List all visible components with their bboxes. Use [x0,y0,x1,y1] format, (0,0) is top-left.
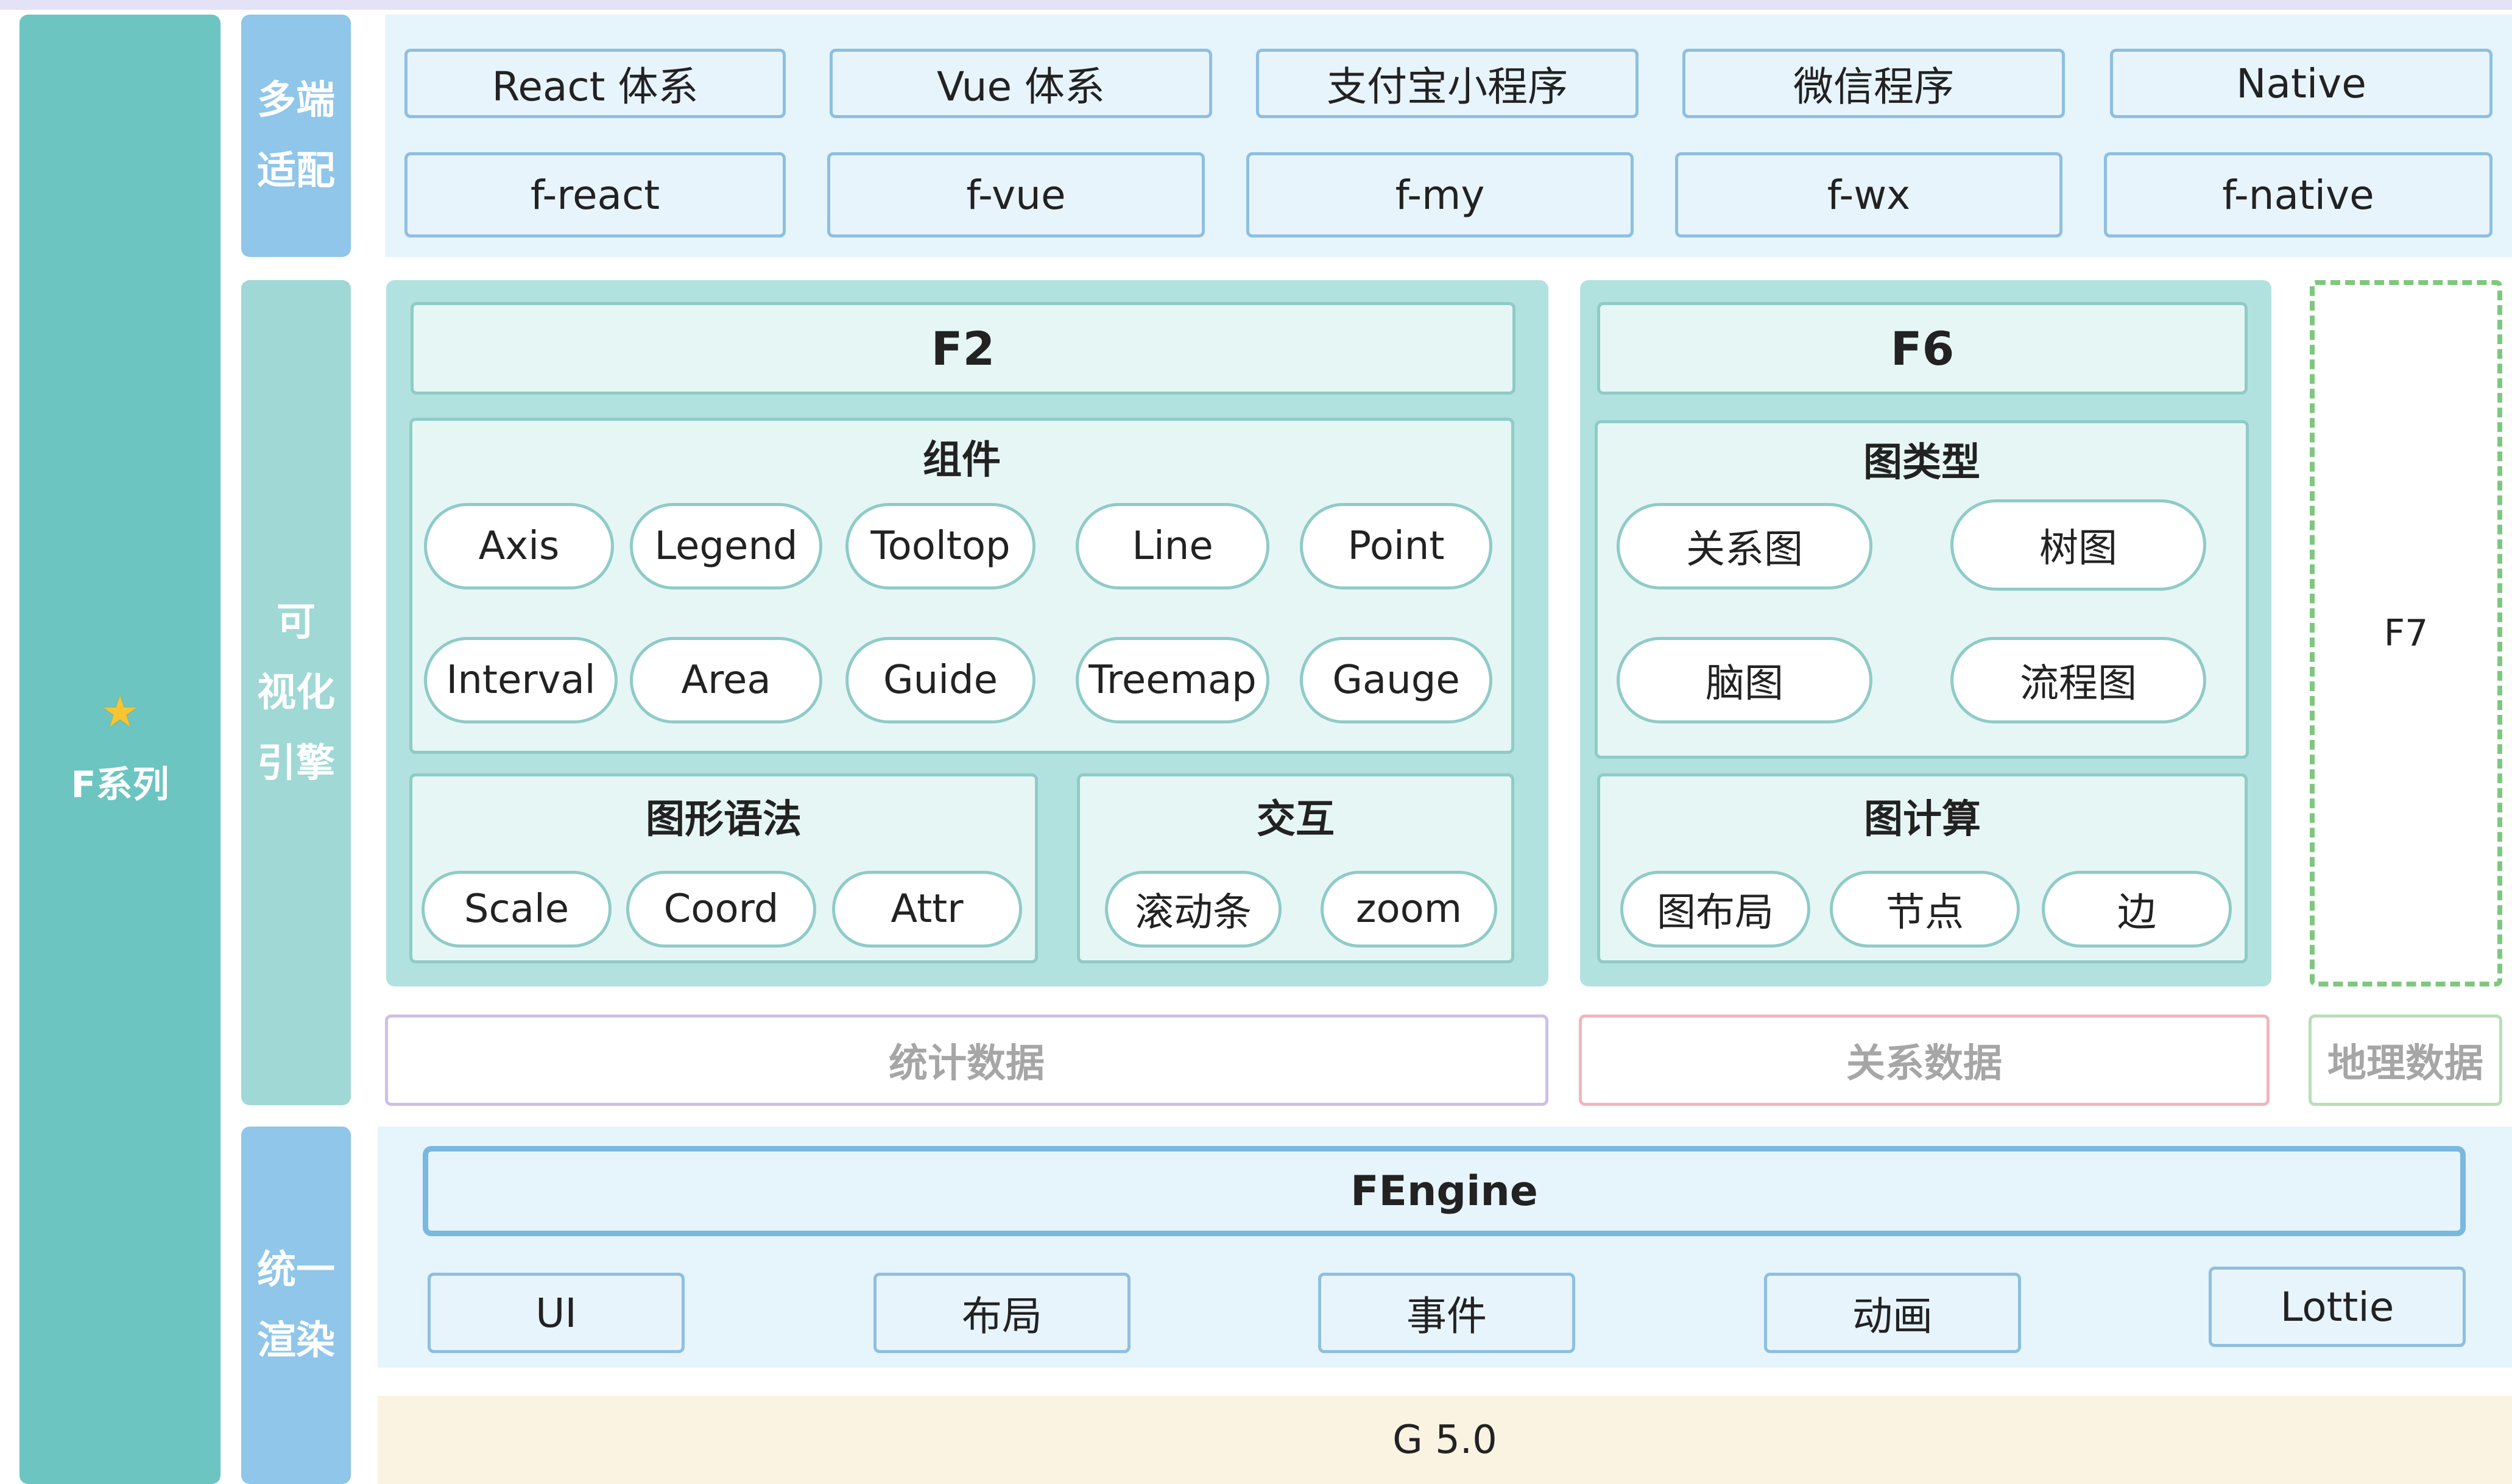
graph-type-relation: 关系图 [1617,503,1872,589]
graph-type-tree: 树图 [1950,499,2206,591]
graph-compute-edge: 边 [2042,871,2232,948]
framework-vue: Vue 体系 [830,49,1212,118]
tier-visualization-engine: 可 视化 引擎 [241,280,351,1105]
base-g5: G 5.0 [378,1396,2512,1484]
graph-compute-node: 节点 [1830,871,2020,948]
adapter-f-native: f-native [2104,152,2493,237]
f6-graph-types-title: 图类型 [1863,440,1980,485]
data-relational: 关系数据 [1579,1015,2270,1106]
f-series-column: ★ F系列 [19,15,221,1484]
framework-react: React 体系 [404,49,786,118]
engine-module-layout: 布局 [873,1273,1131,1353]
engine-module-animation: 动画 [1764,1273,2021,1353]
tier-label-line: 渲染 [257,1318,335,1363]
tier-label-line: 可 [277,599,316,645]
tier-label-line: 引擎 [257,740,335,786]
grammar-coord: Coord [626,871,816,948]
data-geographic: 地理数据 [2309,1015,2502,1106]
tier-multi-platform: 多端 适配 [241,15,351,257]
f2-interaction-title: 交互 [1257,797,1335,842]
adapter-f-react: f-react [404,152,786,237]
tier-unified-rendering: 统一 渲染 [241,1127,351,1484]
adapter-f-wx: f-wx [1675,152,2062,237]
f7-placeholder: F7 [2310,280,2502,986]
tier-label-line: 适配 [257,149,335,194]
component-point: Point [1300,503,1492,589]
f2-title: F2 [411,302,1515,395]
tier-label-line: 统一 [257,1247,335,1293]
interaction-zoom: zoom [1321,871,1497,948]
graph-type-mind: 脑图 [1617,637,1872,723]
f6-title: F6 [1597,302,2248,395]
engine-module-event: 事件 [1318,1273,1575,1353]
data-statistical: 统计数据 [385,1015,1548,1106]
adapter-f-vue: f-vue [827,152,1205,237]
f6-graph-compute-title: 图计算 [1864,797,1981,842]
graph-compute-layout: 图布局 [1620,871,1810,948]
top-divider [0,0,2512,10]
tier-label-line: 视化 [257,670,335,716]
tier-label-line: 多端 [257,78,335,123]
component-legend: Legend [630,503,822,589]
interaction-scrollbar: 滚动条 [1105,871,1282,948]
framework-wechat: 微信程序 [1682,49,2065,118]
component-treemap: Treemap [1076,637,1269,723]
component-tooltop: Tooltop [845,503,1035,589]
framework-alipay-miniprogram: 支付宝小程序 [1256,49,1639,118]
component-guide: Guide [845,637,1035,723]
engine-module-lottie: Lottie [2209,1267,2466,1347]
star-icon: ★ [101,687,139,737]
graph-type-flow: 流程图 [1950,637,2206,723]
component-area: Area [630,637,822,723]
component-axis: Axis [424,503,614,589]
component-line: Line [1076,503,1269,589]
fengine-title: FEngine [423,1146,2466,1236]
adapter-f-my: f-my [1246,152,1634,237]
f-series-label: F系列 [71,764,169,806]
grammar-scale: Scale [422,871,612,948]
framework-native: Native [2110,49,2493,118]
component-interval: Interval [424,637,618,723]
component-gauge: Gauge [1300,637,1492,723]
engine-module-ui: UI [428,1273,685,1353]
grammar-attr: Attr [832,871,1022,948]
f2-components-title: 组件 [923,438,1001,483]
f2-grammar-title: 图形语法 [646,797,802,842]
